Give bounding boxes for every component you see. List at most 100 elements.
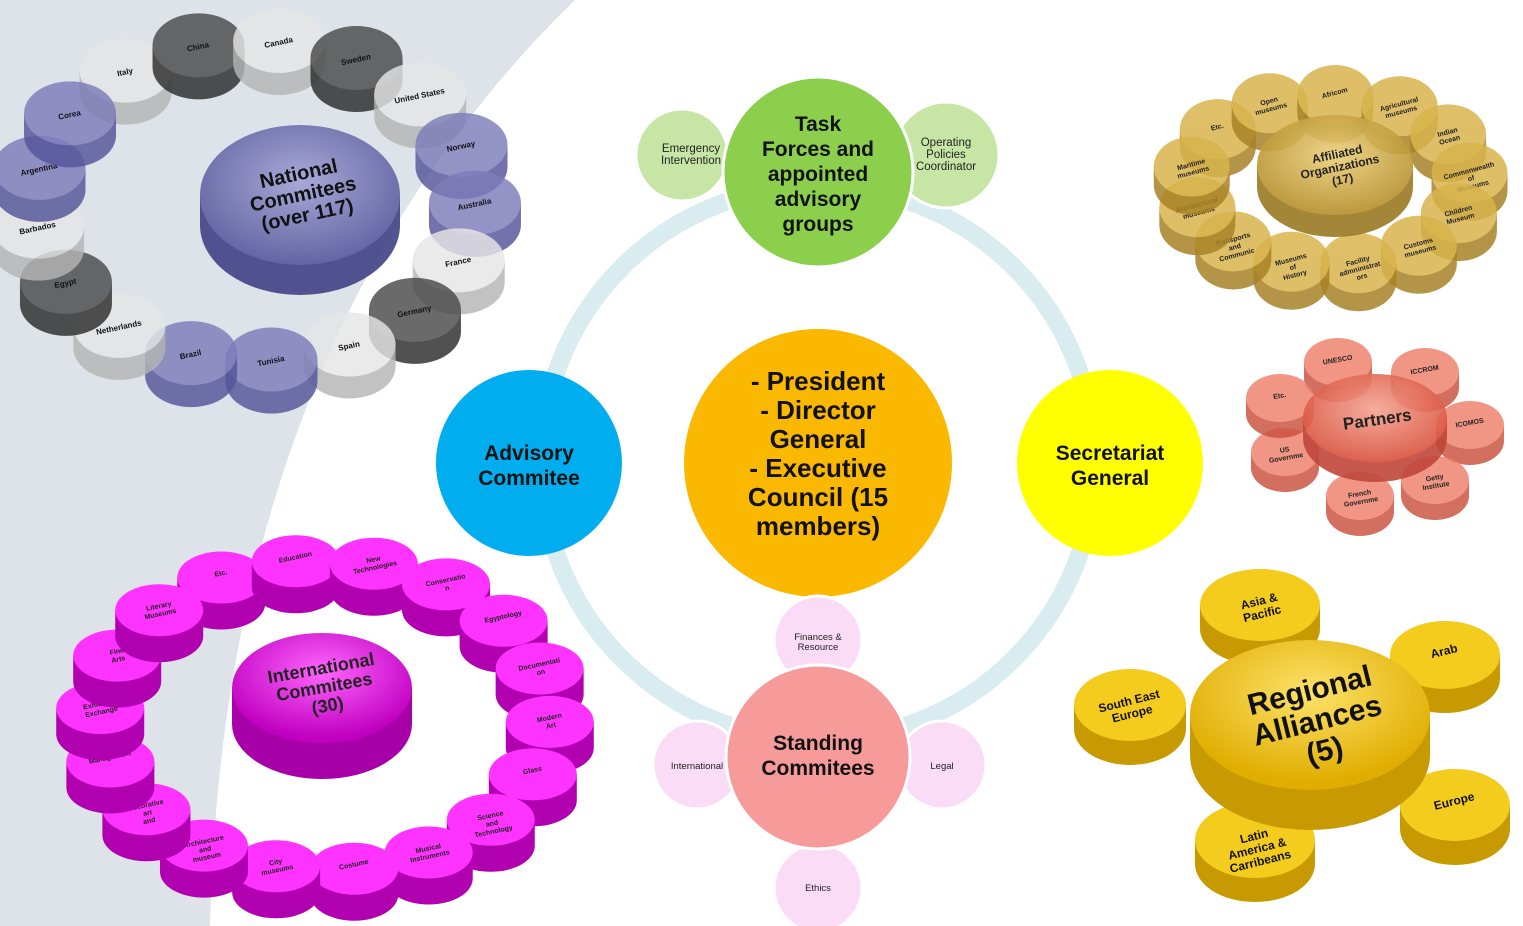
text-line: Open <box>1260 96 1279 107</box>
text-line: Policies <box>926 149 966 161</box>
text-line: Spain <box>337 339 360 352</box>
partners-item-label: GettyInstitute <box>1421 473 1451 493</box>
text-line: Etc. <box>1210 123 1224 133</box>
text-line: Forces and <box>762 138 874 161</box>
text-line: Arab <box>1429 641 1459 661</box>
international-center-disc <box>232 633 412 779</box>
affiliated-item-disc <box>1253 231 1330 310</box>
partners-center-disc <box>1303 374 1447 482</box>
text-line: Finances & <box>794 632 842 643</box>
national-center-disc <box>200 125 400 295</box>
partners-item-disc <box>1246 374 1314 438</box>
text-line: - President <box>751 366 886 396</box>
text-line: Arts <box>111 655 126 665</box>
national-item-disc <box>374 62 467 149</box>
text-line: Commitee <box>478 467 580 490</box>
text-line: ICOMOS <box>1455 418 1484 430</box>
partners-item-disc <box>1251 428 1319 492</box>
text-line: US <box>1279 446 1290 455</box>
partners-item-label: ICOMOS <box>1455 418 1484 430</box>
international-item-disc <box>329 537 418 616</box>
international-item-label: Etc. <box>214 569 228 579</box>
legal-label: Legal <box>930 761 953 772</box>
text-line: Art <box>545 722 557 731</box>
international-item-disc <box>251 535 340 614</box>
text-line: Etc. <box>1273 392 1287 401</box>
text-line: General <box>770 424 867 454</box>
national-item-disc <box>225 327 318 414</box>
finances-label: Finances &Resource <box>794 632 842 653</box>
partners-item-label: ICCROM <box>1410 365 1439 377</box>
text-line: Ethics <box>805 883 831 894</box>
text-line: art <box>143 809 154 818</box>
international-label: International <box>671 761 723 772</box>
text-line: Glass <box>522 766 542 777</box>
text-line: advisory <box>775 188 862 211</box>
text-line: and <box>485 819 499 828</box>
ethics-label: Ethics <box>805 883 831 894</box>
text-line: - Executive <box>749 453 886 483</box>
text-line: Italy <box>116 66 134 78</box>
text-line: Secretariat <box>1056 442 1165 465</box>
affiliated-item-label: Etc. <box>1210 123 1224 133</box>
international-item-label: FineArts <box>109 647 126 665</box>
international-item-disc <box>384 826 473 905</box>
text-line: Coordinator <box>916 161 976 173</box>
text-line: New <box>366 555 382 565</box>
text-line: and <box>1228 243 1242 253</box>
text-line: Brazil <box>179 348 202 361</box>
national-item-disc <box>303 312 396 399</box>
text-line: n <box>445 585 451 593</box>
text-line: General <box>1071 467 1149 490</box>
affiliated-item-disc <box>1380 215 1457 294</box>
text-line: Standing <box>773 732 863 755</box>
international-item-disc <box>310 842 399 921</box>
partners-cluster: UNESCOICCROMICOMOSGettyInstituteFrenchGo… <box>1246 338 1504 536</box>
affiliated-center-disc <box>1257 115 1413 237</box>
text-line: Commitees <box>761 757 874 780</box>
regional-center-disc <box>1190 640 1430 830</box>
regional-item-disc <box>1074 669 1186 765</box>
text-line: ors <box>1356 272 1368 282</box>
text-line: Etc. <box>214 569 228 579</box>
text-line: Task <box>795 113 842 136</box>
text-line: Legal <box>930 761 953 772</box>
text-line: - Director <box>760 395 876 425</box>
partners-item-disc <box>1436 401 1504 465</box>
text-line: on <box>536 669 546 678</box>
national-item-disc <box>145 321 238 408</box>
national-item-label: Spain <box>337 339 360 352</box>
international-item-disc <box>232 840 321 919</box>
text-line: of <box>1467 175 1476 184</box>
text-line: ICCROM <box>1410 365 1439 377</box>
text-line: Intervention <box>661 155 721 167</box>
text-line: Advisory <box>484 442 574 465</box>
text-line: Getty <box>1425 474 1444 484</box>
text-line: City <box>269 858 283 868</box>
regional-item-disc <box>1400 769 1510 865</box>
text-line: French <box>1348 489 1372 500</box>
text-line: Fine <box>109 647 125 657</box>
text-line: Emergency <box>662 143 720 155</box>
text-line: International <box>671 761 723 772</box>
text-line: groups <box>782 213 853 236</box>
international-item-disc <box>115 584 204 663</box>
international-item-label: Glass <box>522 766 542 777</box>
text-line: and <box>143 817 157 826</box>
partners-item-label: Etc. <box>1273 392 1287 401</box>
text-line: Council (15 <box>748 482 888 512</box>
national-item-disc <box>152 13 245 100</box>
text-line: (17) <box>1331 170 1355 188</box>
affiliated-organizations-cluster: Etc.OpenmuseumsAfricomAgriculturalmuseum… <box>1153 65 1508 312</box>
text-line: appointed <box>768 163 868 186</box>
affiliated-item-disc <box>1320 233 1397 312</box>
